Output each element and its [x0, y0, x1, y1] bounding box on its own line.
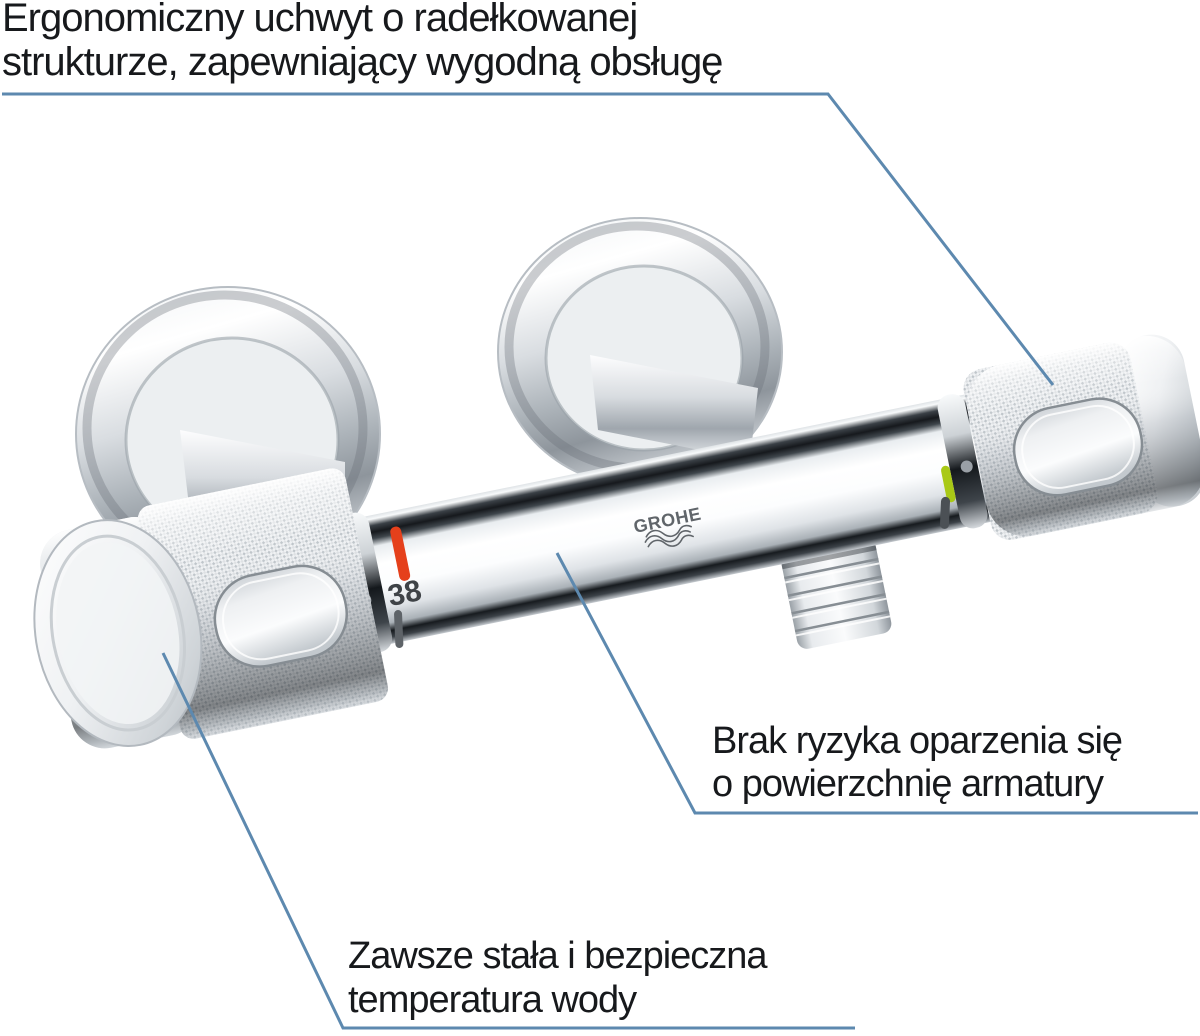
flow-dot [960, 460, 973, 473]
right-handle [963, 334, 1200, 540]
callout-safe-temp-line1: Zawsze stała i bezpieczna [348, 935, 768, 977]
left-handle-grip-button [213, 564, 349, 668]
callout-ergonomic-handle: Ergonomiczny uchwyt o radełkowanej struk… [2, 0, 723, 84]
callout-safe-temperature: Zawsze stała i bezpieczna temperatura wo… [348, 934, 768, 1022]
right-mount-arm [590, 355, 758, 460]
callout-ergonomic-line2: strukturze, zapewniający wygodną obsługę [2, 40, 723, 84]
safety-stop-mark [390, 526, 411, 581]
callout-ergonomic-line1: Ergonomiczny uchwyt o radełkowanej [2, 0, 638, 40]
callout-safe-temp-line2: temperatura wody [348, 979, 637, 1021]
temperature-38-label: 38 [385, 574, 424, 613]
leader-line-temperature [161, 652, 855, 1030]
callout-no-scald-line2: o powierzchnię armatury [712, 763, 1104, 805]
leader-line-no-scald [555, 552, 1198, 815]
right-handle-grip-button [1012, 397, 1144, 497]
temperature-tick [394, 610, 404, 649]
callout-no-scald-line1: Brak ryzyka oparzenia się [712, 720, 1123, 762]
flow-tick [940, 496, 951, 529]
callout-no-scald-risk: Brak ryzyka oparzenia się o powierzchnię… [712, 720, 1123, 806]
leader-line-ergonomic [2, 92, 1055, 386]
grohe-wave-icon [644, 524, 694, 548]
eco-stop-mark [941, 465, 956, 503]
left-handle [33, 468, 388, 749]
right-body-ring [937, 394, 988, 529]
